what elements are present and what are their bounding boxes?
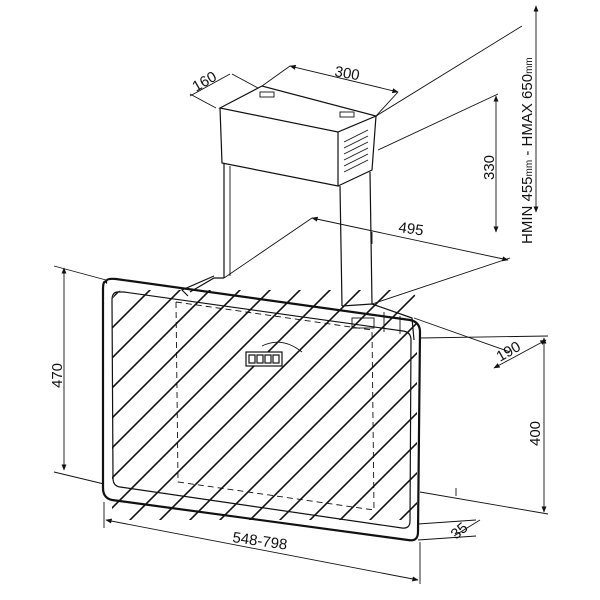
hmax-value: 650 — [519, 74, 536, 99]
dim-panel-depth-label: 35 — [448, 519, 472, 543]
dim-width-top: 300 — [261, 63, 399, 117]
control-panel — [245, 341, 303, 367]
dim-width-mid: 495 — [223, 216, 511, 305]
dim-depth-top-label: 160 — [190, 68, 220, 95]
hmin-label: HMIN — [519, 206, 536, 244]
dim-depth-mid-label: 190 — [494, 338, 524, 365]
dim-width-top-label: 300 — [333, 63, 361, 84]
dim-depth-top: 160 — [190, 68, 259, 109]
dim-chimney-height-label: 330 — [481, 155, 498, 180]
dim-panel-height: 470 — [49, 265, 107, 485]
hmax-unit: mm — [524, 57, 535, 74]
hmax-label: HMAX — [519, 103, 536, 146]
hmin-value: 455 — [519, 176, 536, 201]
svg-text:HMIN 455mm - HMAX 650mm: HMIN 455mm - HMAX 650mm — [519, 57, 536, 244]
dim-total-height: HMIN 455mm - HMAX 650mm — [519, 5, 539, 244]
control-button-4 — [272, 354, 280, 364]
glass-panel — [101, 277, 422, 542]
chimney-upper — [218, 85, 378, 187]
dim-panel-height-label: 470 — [49, 363, 66, 388]
glass-hatching — [112, 290, 417, 520]
control-button-1 — [248, 354, 256, 364]
dim-lower-height: 400 — [419, 335, 549, 515]
hmin-unit: mm — [524, 160, 535, 177]
control-button-2 — [256, 354, 264, 364]
dim-depth-mid: 190 — [413, 317, 547, 369]
dim-lower-height-label: 400 — [527, 421, 544, 446]
dim-panel-width-label: 548-798 — [231, 529, 288, 553]
dim-panel-depth: 35 — [417, 519, 481, 543]
control-button-3 — [264, 354, 272, 364]
dim-width-mid-label: 495 — [397, 219, 424, 239]
chimney-vent-grille — [343, 129, 369, 173]
dim-panel-width: 548-798 — [103, 502, 421, 584]
dim-chimney-height: 330 — [377, 93, 499, 233]
